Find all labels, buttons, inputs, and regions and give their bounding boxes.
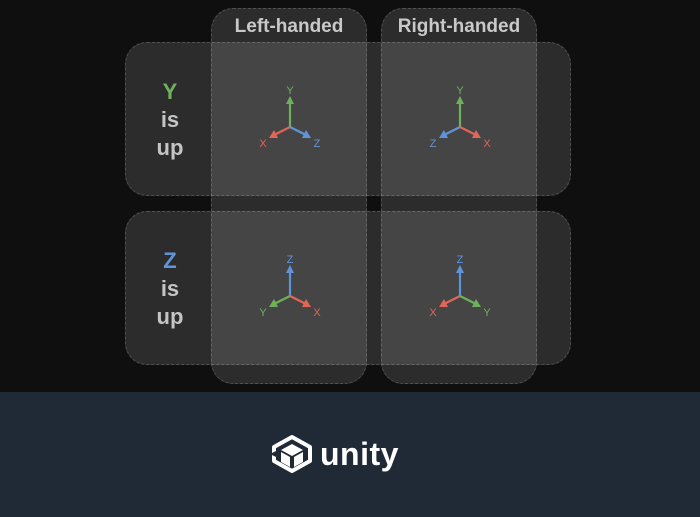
footer-bar xyxy=(0,392,700,517)
axis-line-x xyxy=(459,126,477,136)
axis-line-y xyxy=(459,295,477,305)
row-panel-y-up xyxy=(125,42,571,196)
column-label-right-handed: Right-handed xyxy=(397,16,521,37)
row-axis-letter: Y xyxy=(162,79,178,104)
axis-label-z: Z xyxy=(457,254,464,266)
row-label-y-up: Y is up xyxy=(140,78,200,162)
row-word-up: up xyxy=(156,304,184,329)
axis-arrow-z xyxy=(302,130,311,138)
axis-label-y: Y xyxy=(456,85,464,97)
axis-arrow-y xyxy=(286,96,294,104)
axis-arrow-y xyxy=(269,299,278,307)
axis-line-x xyxy=(273,126,291,136)
axis-line-x xyxy=(289,295,307,305)
row-word-is: is xyxy=(160,107,180,132)
axis-line-z xyxy=(289,126,307,136)
axis-arrow-z xyxy=(286,265,294,273)
unity-logo: unity xyxy=(270,434,399,474)
row-word-is: is xyxy=(160,276,180,301)
axis-label-z: Z xyxy=(430,138,437,150)
axis-label-x: X xyxy=(429,307,437,319)
row-word-up: up xyxy=(156,135,184,160)
axes-icon-left-handed-z-up: Z Y X xyxy=(259,254,321,319)
axis-arrow-y xyxy=(456,96,464,104)
axis-arrow-x xyxy=(439,299,448,307)
axis-arrow-z xyxy=(439,130,448,138)
axis-label-x: X xyxy=(313,307,321,319)
axis-label-x: X xyxy=(259,138,267,150)
axes-icon-left-handed-y-up: Y X Z xyxy=(259,85,321,150)
axis-line-x xyxy=(443,295,461,305)
row-label-z-up: Z is up xyxy=(140,247,200,331)
axis-arrow-y xyxy=(472,299,481,307)
axis-label-y: Y xyxy=(286,85,294,97)
axis-label-x: X xyxy=(483,138,491,150)
axis-arrow-x xyxy=(302,299,311,307)
row-axis-letter: Z xyxy=(163,248,177,273)
axis-arrow-z xyxy=(456,265,464,273)
column-panel-left-handed xyxy=(211,8,367,384)
axes-icon-right-handed-y-up: Y Z X xyxy=(430,85,492,150)
axes-icon-right-handed-z-up: Z X Y xyxy=(429,254,491,319)
axis-label-z: Z xyxy=(314,138,321,150)
axis-line-z xyxy=(443,126,461,136)
axis-line-y xyxy=(273,295,291,305)
column-label-left-handed: Left-handed xyxy=(234,16,344,37)
unity-cube-icon xyxy=(270,435,312,473)
axis-arrow-x xyxy=(269,130,278,138)
axis-label-y: Y xyxy=(483,307,491,319)
brand-name: unity xyxy=(320,435,399,472)
axis-arrow-x xyxy=(472,130,481,138)
axis-label-z: Z xyxy=(287,254,294,266)
column-panel-right-handed xyxy=(381,8,537,384)
diagram-area xyxy=(0,0,700,392)
axis-label-y: Y xyxy=(259,307,267,319)
